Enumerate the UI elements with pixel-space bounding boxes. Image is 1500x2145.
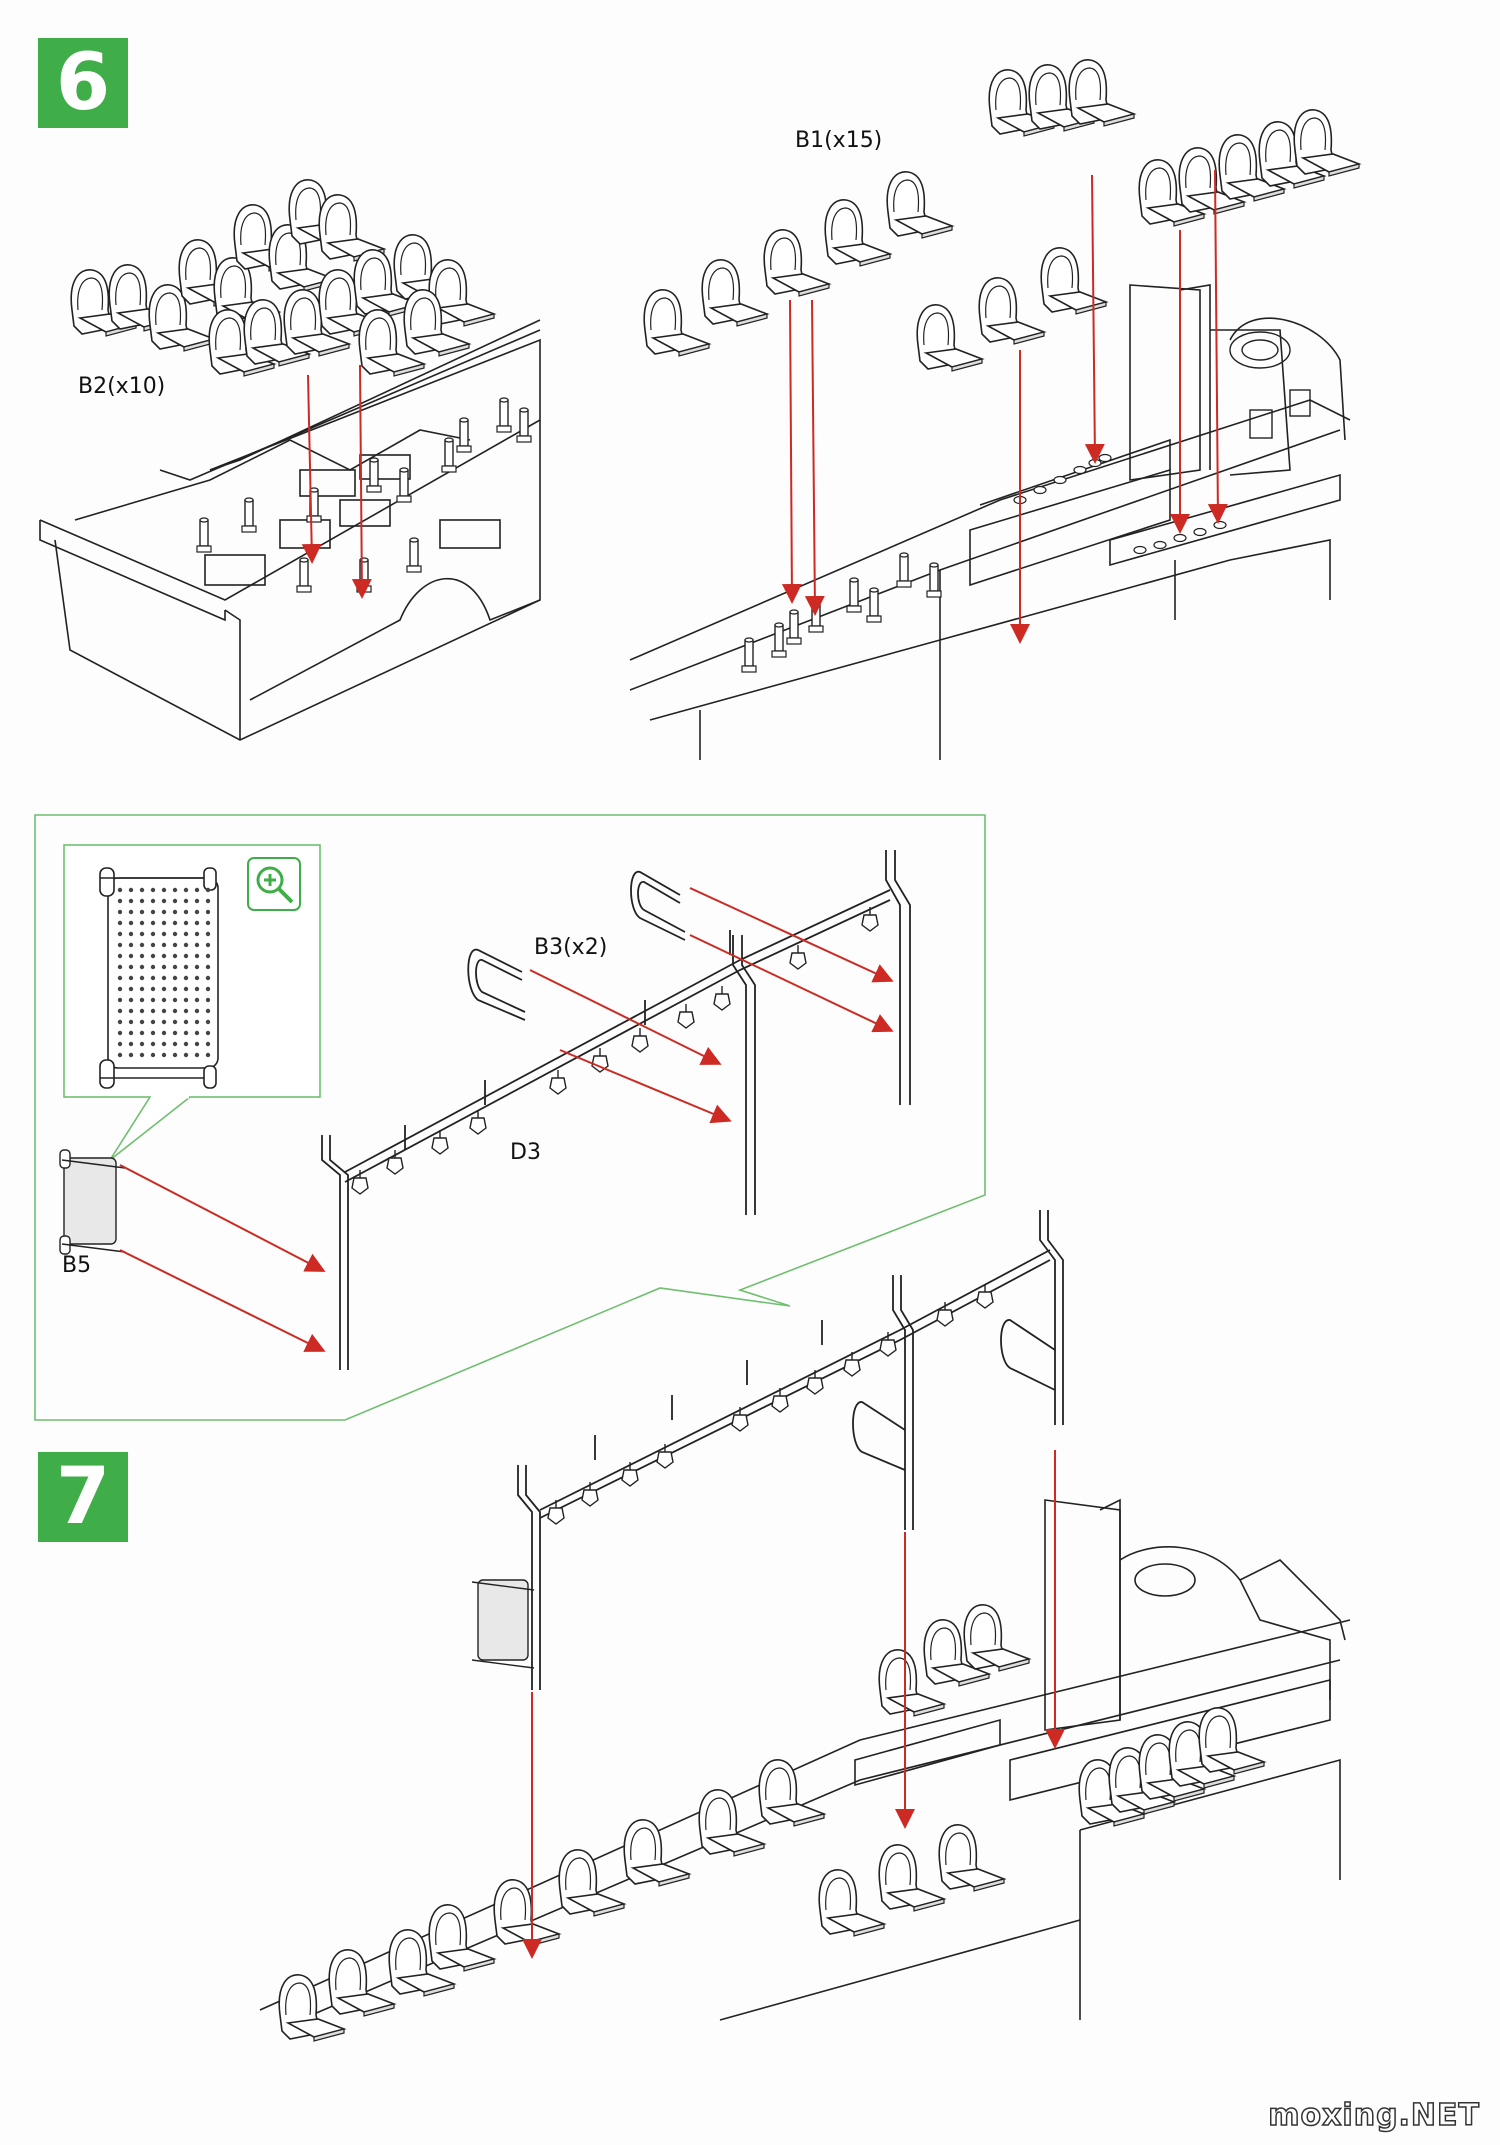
watermark: moxing.NET (1267, 2097, 1480, 2134)
d3-handrail (321, 850, 911, 1370)
b5-grille-holes (117, 887, 211, 1058)
magnifier-plus-icon (247, 857, 301, 911)
step-6-badge: 6 (38, 38, 128, 128)
b3-grab-handles (467, 871, 686, 1021)
part-label-b5: B5 (62, 1253, 92, 1278)
step-7-badge: 7 (38, 1452, 128, 1542)
step6-left-chassis (39, 319, 541, 741)
step6-left-posts (196, 397, 532, 593)
step7-handrail (517, 1210, 1064, 1690)
b5-grille-zoomed (99, 867, 219, 1089)
step6-left-arrows (301, 364, 372, 599)
step6-left-seats-b2 (70, 178, 495, 377)
d3-hand-straps (351, 906, 879, 1195)
step6-right-dashboard (1229, 331, 1311, 439)
step6-right-pegs (1013, 453, 1227, 555)
step6-right-seats-b1 (643, 58, 1360, 372)
step6-callout-arrows (119, 887, 894, 1352)
b5-grille-part (59, 1149, 126, 1255)
callout-frame (34, 814, 986, 1421)
step7-arrows (522, 1450, 1065, 1959)
part-label-d3: D3 (510, 1140, 541, 1165)
step7-seats (278, 1603, 1265, 2042)
part-label-b3: B3(x2) (534, 935, 608, 960)
step6-right-arrows (781, 169, 1228, 644)
part-label-b1: B1(x15) (795, 128, 883, 153)
part-label-b2: B2(x10) (78, 374, 166, 399)
step6-right-chassis (629, 284, 1351, 760)
step7-grille (471, 1579, 535, 1669)
step6-right-posts (741, 552, 942, 673)
